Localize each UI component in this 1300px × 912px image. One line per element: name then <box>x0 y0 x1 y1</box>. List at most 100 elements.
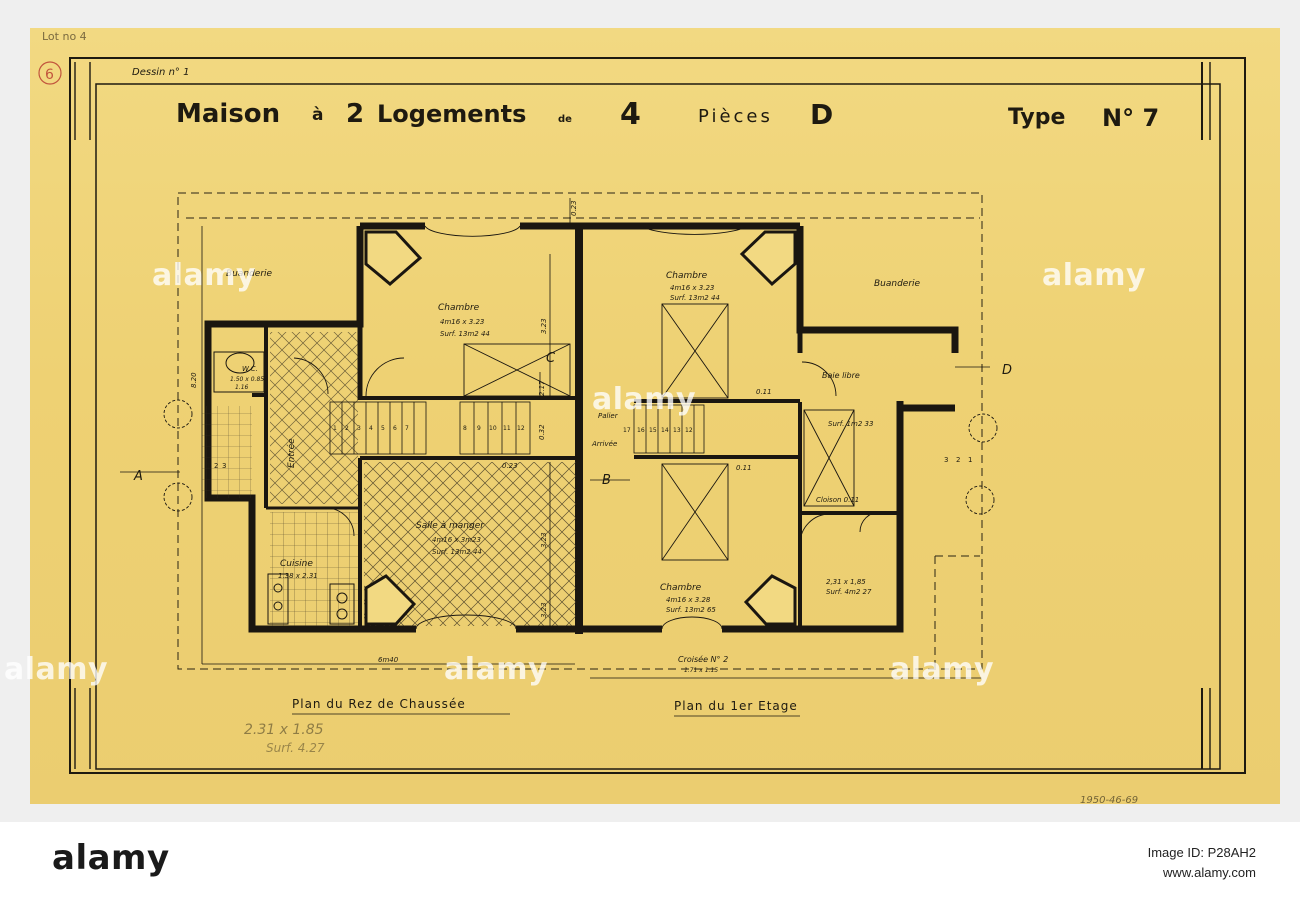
title-maison: Maison <box>176 99 280 129</box>
label-wc-dims: 1.50 x 0.85 <box>230 376 264 383</box>
fixtures <box>213 351 355 625</box>
porch-tiles <box>202 406 252 498</box>
ext-step-right-2: 2 <box>956 456 960 464</box>
dim-011a: 0.11 <box>756 388 772 396</box>
kitchen-floor-tiles <box>270 512 358 626</box>
stair-upper-12: 12 <box>517 425 525 432</box>
stair-upper-11: 11 <box>503 425 511 432</box>
dimension-lines <box>120 198 990 679</box>
border-frame <box>69 57 1246 774</box>
stair-lower-1: 1 <box>333 425 337 432</box>
label-baie-libre: Baie libre <box>822 371 860 380</box>
watermark-lower-left: alamy <box>4 652 109 687</box>
ext-step-left-1: 1 <box>206 462 210 470</box>
label-cuisine-dims: 1.38 x 2.31 <box>278 572 318 580</box>
watermark-lower-center: alamy <box>444 652 549 687</box>
stair-lower-2: 2 <box>345 425 349 432</box>
label-chambre-2: Chambre <box>666 271 708 281</box>
label-small-room-surf: Surf. 4m2 27 <box>826 588 872 596</box>
title-type: Type <box>1008 105 1065 130</box>
dim-width: 6m40 <box>378 656 399 664</box>
footer-logo[interactable]: alamy <box>52 838 170 878</box>
title-letter: D <box>810 98 833 131</box>
section-c: C <box>546 351 556 366</box>
title-a: à <box>312 105 323 125</box>
dim-323a: 3.23 <box>540 318 548 334</box>
stair-lower-4: 4 <box>369 425 373 432</box>
exterior-lamps <box>163 399 998 515</box>
section-a: A <box>133 469 143 484</box>
dim-011b: 0.11 <box>736 464 752 472</box>
footer-site[interactable]: www.alamy.com <box>1163 865 1256 880</box>
label-entree: Entrée <box>286 438 297 468</box>
stair-lower-3: 3 <box>357 425 361 432</box>
dashed-outline <box>177 192 983 670</box>
label-wc-extra: 1.16 <box>235 384 249 391</box>
label-cuisine: Cuisine <box>280 559 313 569</box>
room-labels: Buanderie Buanderie Chambre 4m16 x 3.23 … <box>226 269 921 674</box>
label-chambre-2-surf: Surf. 13m2 44 <box>670 294 720 302</box>
label-chambre-1: Chambre <box>438 303 480 313</box>
plan-ground-floor: Plan du Rez de Chaussée <box>292 697 466 711</box>
section-d: D <box>1002 363 1012 378</box>
stair-upper-10: 10 <box>489 425 497 432</box>
label-buanderie-right: Buanderie <box>874 279 921 289</box>
void-marks <box>463 303 855 561</box>
title-type-number: N° 7 <box>1102 104 1159 132</box>
dimension-texts: 6m40 8.20 3.23 3.23 3.23 0.23 2.17 0.32 … <box>190 200 772 664</box>
ext-step-right-1: 1 <box>968 456 972 464</box>
ext-step-right-3: 3 <box>944 456 948 464</box>
chimney-breasts <box>364 230 797 626</box>
label-chambre-3-dims: 4m16 x 3.28 <box>666 596 711 604</box>
title-de: de <box>558 114 572 125</box>
label-surf-small: Surf. 1m2 33 <box>828 420 873 428</box>
stair-upper-8: 8 <box>463 425 467 432</box>
stair-upper-9: 9 <box>477 425 481 432</box>
watermark-center: alamy <box>592 382 697 417</box>
label-salle: Salle à manger <box>416 521 485 531</box>
section-b: B <box>602 473 611 488</box>
label-arrivee: Arrivée <box>591 440 617 448</box>
dim-0n: 0.23 <box>502 462 518 470</box>
label-chambre-1-surf: Surf. 13m2 44 <box>440 330 490 338</box>
watermark-left: alamy <box>152 258 257 293</box>
dim-032: 0.32 <box>538 424 546 440</box>
pencil-note-line1: 2.31 x 1.85 <box>244 722 324 738</box>
margin-note-lot: Lot no 4 <box>42 30 87 43</box>
stair-lower-5: 5 <box>381 425 385 432</box>
sheet-title: Maison à 2 Logements de 4 Pièces D Type … <box>176 97 1159 132</box>
stairs <box>329 401 705 455</box>
drawing-sheet: Lot no 4 6 Dessin n° 1 Maison à 2 Logeme… <box>30 28 1280 804</box>
dim-323c: 3.23 <box>540 602 548 618</box>
pencil-note-line2: Surf. 4.27 <box>266 741 325 755</box>
section-marks: A B C D <box>133 351 1012 488</box>
label-small-room-dims: 2,31 x 1,85 <box>826 578 866 586</box>
corner-stamp: 1950-46-69 <box>1080 795 1138 804</box>
title-two: 2 <box>346 99 364 129</box>
plan-first-floor: Plan du 1er Etage <box>674 699 798 713</box>
label-palier: Palier <box>598 412 619 420</box>
stair-first-15: 15 <box>649 427 657 434</box>
stair-first-12: 12 <box>685 427 693 434</box>
dim-023: 0.23 <box>570 200 578 216</box>
stair-lower-6: 6 <box>393 425 397 432</box>
label-chambre-2-dims: 4m16 x 3.23 <box>670 284 714 292</box>
margin-circle <box>38 61 62 85</box>
label-wc: W.C. <box>242 365 258 373</box>
title-four: 4 <box>620 97 641 132</box>
stair-first-14: 14 <box>661 427 669 434</box>
label-chambre-3-surf: Surf. 13m2 65 <box>666 606 716 614</box>
ext-step-left-2: 2 <box>214 462 218 470</box>
watermark-right: alamy <box>1042 258 1147 293</box>
drawing-number: Dessin n° 1 <box>132 67 189 78</box>
stair-numbers: 1 2 3 4 5 6 7 8 9 10 11 12 17 16 15 14 1… <box>206 425 972 470</box>
stair-first-13: 13 <box>673 427 681 434</box>
label-chambre-1-dims: 4m16 x 3.23 <box>440 318 484 326</box>
label-salle-surf: Surf. 13m2 44 <box>432 548 482 556</box>
stair-first-17: 17 <box>623 427 631 434</box>
title-logements: Logements <box>377 100 526 128</box>
label-buanderie-left: Buanderie <box>226 269 273 279</box>
stock-footer <box>0 822 1300 912</box>
margin-note-six: 6 <box>45 67 54 83</box>
title-pieces: Pièces <box>698 106 773 127</box>
